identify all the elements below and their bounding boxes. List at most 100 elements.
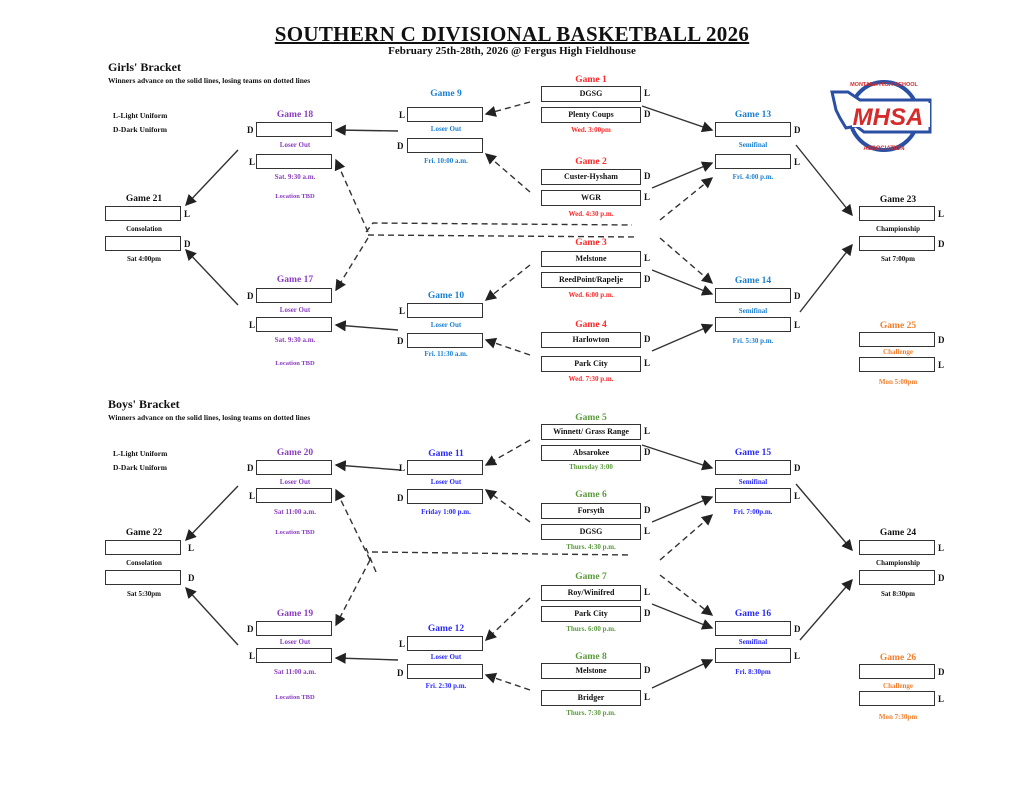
game-8-team-bottom[interactable]: Bridger [541,690,641,706]
game-7-team-bottom[interactable]: Park City [541,606,641,622]
game-22-slot-top[interactable] [105,540,181,555]
uniform-side: D [794,125,801,135]
game-17-slot-bottom[interactable] [256,317,332,332]
game-26-slot-top[interactable] [859,664,935,679]
game-6-team-bottom[interactable]: DGSG [541,524,641,540]
game-26-slot-bottom[interactable] [859,691,935,706]
game-7-team-top[interactable]: Roy/Winifred [541,585,641,601]
game-13-time: Fri. 4:00 p.m. [732,173,774,181]
game-23-note: Championship [876,225,920,233]
game-23-slot-top[interactable] [859,206,935,221]
game-16-slot-top[interactable] [715,621,791,636]
game-8-team-top[interactable]: Melstone [541,663,641,679]
uniform-side: D [938,667,945,677]
uniform-side: D [397,668,404,678]
game-5-label: Game 5 [575,413,607,423]
uniform-side: L [794,651,801,661]
game-2-team-bottom[interactable]: WGR [541,190,641,206]
uniform-side: L [399,306,406,316]
uniform-side: D [644,665,651,675]
game-18-slot-bottom[interactable] [256,154,332,169]
uniform-side: L [644,253,651,263]
game-9-slot-bottom[interactable] [407,138,483,153]
game-2-time: Wed. 4:30 p.m. [568,210,614,218]
game-4-team-bottom[interactable]: Park City [541,356,641,372]
game-4-team-top[interactable]: Harlowton [541,332,641,348]
game-24-time: Sat 8:30pm [880,590,916,598]
game-22-time: Sat 5:30pm [126,590,162,598]
game-14-slot-bottom[interactable] [715,317,791,332]
game-23-label: Game 23 [879,195,917,205]
game-20-slot-top[interactable] [256,460,332,475]
game-14-slot-top[interactable] [715,288,791,303]
game-3-team-bottom[interactable]: ReedPoint/Rapelje [541,272,641,288]
uniform-side: L [938,209,945,219]
game-20-slot-bottom[interactable] [256,488,332,503]
page-title: SOUTHERN C DIVISIONAL BASKETBALL 2026 [274,22,750,46]
uniform-side: L [184,209,191,219]
uniform-side: D [644,505,651,515]
game-21-label: Game 21 [125,194,163,204]
game-16-label: Game 16 [734,609,772,619]
game-13-slot-top[interactable] [715,122,791,137]
game-12-slot-top[interactable] [407,636,483,651]
game-25-slot-bottom[interactable] [859,357,935,372]
mhsa-logo: MHSA MONTANA HIGH SCHOOL ASSOCIATION [826,70,936,160]
boys-bracket-note: Winners advance on the solid lines, losi… [108,413,311,422]
game-11-slot-bottom[interactable] [407,489,483,504]
game-2-team-top[interactable]: Custer-Hysham [541,169,641,185]
uniform-side: L [938,543,945,553]
game-21-slot-top[interactable] [105,206,181,221]
legend-dark: D-Dark Uniform [113,125,167,134]
mhsa-logo-icon: MHSA MONTANA HIGH SCHOOL ASSOCIATION [830,80,932,152]
game-18-slot-top[interactable] [256,122,332,137]
game-13-slot-bottom[interactable] [715,154,791,169]
game-5-time: Thursday 3:00 [569,463,613,471]
game-10-slot-top[interactable] [407,303,483,318]
game-3-team-top[interactable]: Melstone [541,251,641,267]
uniform-side: D [397,141,404,151]
game-11-slot-top[interactable] [407,460,483,475]
game-11-label: Game 11 [428,449,464,459]
game-1-label: Game 1 [575,75,607,85]
game-25-slot-top[interactable] [859,332,935,347]
game-9-label: Game 9 [430,89,462,99]
game-1-team-bottom[interactable]: Plenty Coups [541,107,641,123]
game-21-slot-bottom[interactable] [105,236,181,251]
game-12-time: Fri. 2:30 p.m. [425,682,467,690]
game-21-time: Sat 4:00pm [126,255,162,263]
game-15-slot-bottom[interactable] [715,488,791,503]
game-3-time: Wed. 6:00 p.m. [568,291,614,299]
game-23-slot-bottom[interactable] [859,236,935,251]
game-15-slot-top[interactable] [715,460,791,475]
game-16-slot-bottom[interactable] [715,648,791,663]
uniform-side: L [399,639,406,649]
uniform-side: D [184,239,191,249]
game-5-team-bottom[interactable]: Absarokee [541,445,641,461]
game-22-slot-bottom[interactable] [105,570,181,585]
game-9-time: Fri. 10:00 a.m. [424,157,468,165]
game-19-slot-top[interactable] [256,621,332,636]
game-17-time: Sat. 9:30 a.m. [274,336,316,344]
game-24-slot-bottom[interactable] [859,570,935,585]
game-1-team-top[interactable]: DGSG [541,86,641,102]
game-18-time: Sat. 9:30 a.m. [274,173,316,181]
game-17-slot-top[interactable] [256,288,332,303]
game-18-label: Game 18 [276,110,314,120]
game-25-note: Challenge [883,348,913,356]
game-6-team-top[interactable]: Forsyth [541,503,641,519]
game-19-slot-bottom[interactable] [256,648,332,663]
game-24-slot-top[interactable] [859,540,935,555]
uniform-side: D [938,335,945,345]
uniform-side: L [249,157,256,167]
game-18-location: Location TBD [275,193,315,200]
game-9-slot-top[interactable] [407,107,483,122]
game-12-slot-bottom[interactable] [407,664,483,679]
game-17-location: Location TBD [275,360,315,367]
game-14-note: Semifinal [738,307,768,315]
game-10-slot-bottom[interactable] [407,333,483,348]
svg-text:ASSOCIATION: ASSOCIATION [863,146,904,152]
game-24-label: Game 24 [879,528,917,538]
game-5-team-top[interactable]: Winnett/ Grass Range [541,424,641,440]
